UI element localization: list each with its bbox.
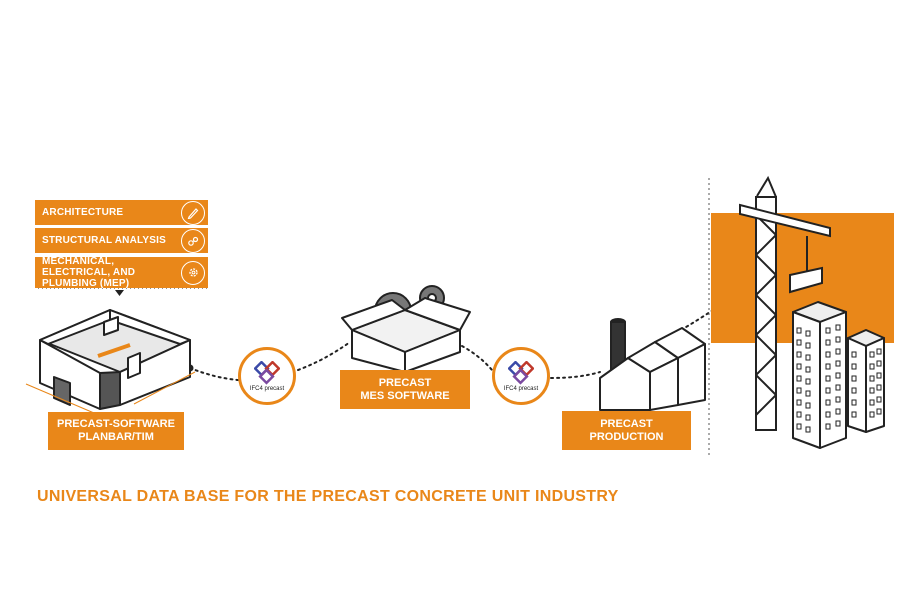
building-window	[835, 396, 841, 403]
building-window	[825, 399, 831, 406]
discipline-structural-analysis: STRUCTURAL ANALYSIS	[35, 228, 208, 253]
building-window	[805, 402, 811, 409]
connector-mes-ifc2	[461, 345, 493, 371]
gear-icon	[181, 260, 205, 285]
building-windows	[796, 324, 882, 433]
building-window	[851, 375, 857, 382]
building-window	[796, 375, 802, 382]
discipline-architecture: ARCHITECTURE	[35, 200, 208, 225]
building-window	[869, 387, 875, 394]
building-window	[805, 414, 811, 421]
building-window	[796, 339, 802, 346]
building-window	[876, 360, 882, 367]
discipline-mep: MECHANICAL, ELECTRICAL, AND PLUMBING (ME…	[35, 256, 208, 289]
building-window	[876, 372, 882, 379]
building-window	[805, 342, 811, 349]
building-window	[869, 351, 875, 358]
ifc-logo-icon	[254, 360, 280, 385]
building-window	[825, 339, 831, 346]
stage-label-line2: PRODUCTION	[589, 430, 664, 443]
building-window	[825, 375, 831, 382]
factory-illustration	[599, 318, 706, 411]
building-window	[835, 336, 841, 343]
building-window	[869, 363, 875, 370]
building-window	[796, 411, 802, 418]
connector-ifc2-production	[550, 371, 601, 379]
building-window	[835, 360, 841, 367]
building-window	[835, 384, 841, 391]
stage-label-line2: PLANBAR/TIM	[78, 431, 154, 443]
building-window	[835, 408, 841, 415]
discipline-label: STRUCTURAL ANALYSIS	[42, 235, 166, 246]
building-window	[876, 348, 882, 355]
building-window	[805, 330, 811, 337]
ifc4-precast-badge-2: IFC4 precast	[492, 347, 550, 405]
stage-label-line1: PRECAST	[600, 417, 653, 430]
ifc4-precast-badge-1: IFC4 precast	[238, 347, 296, 405]
building-window	[825, 387, 831, 394]
stage-precast-software: PRECAST-SOFTWARE PLANBAR/TIM	[48, 412, 184, 450]
building-window	[876, 408, 882, 415]
building-window	[805, 378, 811, 385]
building-window	[796, 399, 802, 406]
building-window	[876, 396, 882, 403]
room-model-illustration	[39, 309, 191, 410]
building-window	[851, 363, 857, 370]
building-window	[851, 387, 857, 394]
box-gears-illustration	[341, 285, 471, 373]
crane-illustration	[739, 175, 831, 431]
building-window	[835, 324, 841, 331]
building-window	[869, 399, 875, 406]
building-window	[835, 372, 841, 379]
dimension-lines	[25, 371, 196, 414]
connector-ifc1-mes	[297, 341, 351, 371]
building-window	[805, 366, 811, 373]
building-window	[805, 390, 811, 397]
pencil-icon	[181, 200, 205, 225]
ifc-logo-icon	[508, 360, 534, 385]
building-window	[825, 327, 831, 334]
connector-software-ifc1	[189, 367, 239, 381]
building-window	[851, 351, 857, 358]
ifc-badge-label: IFC4 precast	[249, 385, 285, 392]
building-window	[796, 423, 802, 430]
stage-precast-production: PRECAST PRODUCTION	[562, 411, 691, 450]
ifc-badge-label: IFC4 precast	[503, 385, 539, 392]
building-window	[825, 351, 831, 358]
stage-precast-mes: PRECAST MES SOFTWARE	[340, 370, 470, 409]
discipline-label: ARCHITECTURE	[42, 207, 124, 218]
building-window	[825, 411, 831, 418]
building-window	[869, 411, 875, 418]
building-window	[876, 384, 882, 391]
building-window	[796, 387, 802, 394]
building-window	[796, 327, 802, 334]
building-window	[825, 363, 831, 370]
building-window	[796, 351, 802, 358]
discipline-label: MECHANICAL, ELECTRICAL, AND PLUMBING (ME…	[42, 256, 136, 289]
stage-label-line2: MES SOFTWARE	[360, 389, 450, 402]
building-window	[851, 411, 857, 418]
building-window	[869, 375, 875, 382]
stage-label-line1: PRECAST-SOFTWARE	[57, 418, 175, 430]
building-window	[825, 423, 831, 430]
building-window	[835, 348, 841, 355]
building-window	[796, 363, 802, 370]
building-window	[835, 420, 841, 427]
caliper-icon	[181, 228, 205, 253]
stage-label-line1: PRECAST	[378, 376, 432, 389]
building-window	[805, 354, 811, 361]
building-window	[851, 399, 857, 406]
building-window	[805, 426, 811, 433]
page-headline: UNIVERSAL DATA BASE FOR THE PRECAST CONC…	[37, 488, 619, 505]
discipline-pointer	[115, 290, 124, 296]
